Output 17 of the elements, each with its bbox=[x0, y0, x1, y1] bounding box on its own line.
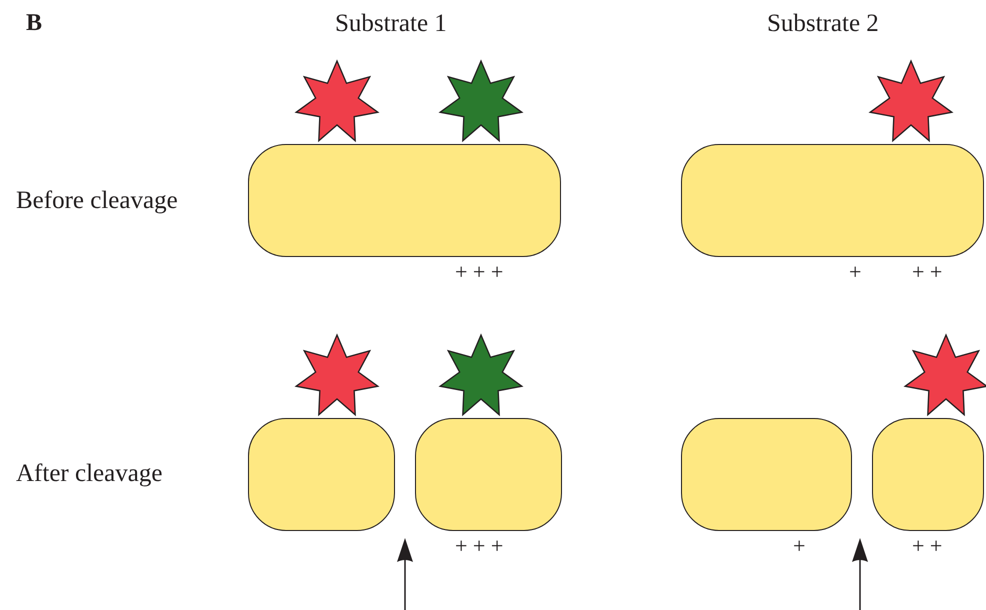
substrate-segment bbox=[248, 144, 561, 257]
substrate-segment bbox=[415, 418, 562, 531]
charge-label: + + bbox=[912, 532, 942, 560]
substrate-segment bbox=[681, 144, 984, 257]
panel-letter: B bbox=[26, 9, 42, 38]
substrate-segment bbox=[681, 418, 852, 531]
charge-label: + bbox=[849, 258, 862, 286]
substrate-segment bbox=[872, 418, 984, 531]
row-heading: After cleavage bbox=[16, 459, 162, 489]
charge-label: + + bbox=[912, 258, 942, 286]
charge-label: + bbox=[793, 532, 806, 560]
charge-label: + + + bbox=[455, 258, 504, 286]
column-heading: Substrate 1 bbox=[335, 9, 447, 39]
row-heading: Before cleavage bbox=[16, 186, 178, 216]
column-heading: Substrate 2 bbox=[767, 9, 879, 39]
charge-label: + + + bbox=[455, 532, 504, 560]
substrate-segment bbox=[248, 418, 395, 531]
